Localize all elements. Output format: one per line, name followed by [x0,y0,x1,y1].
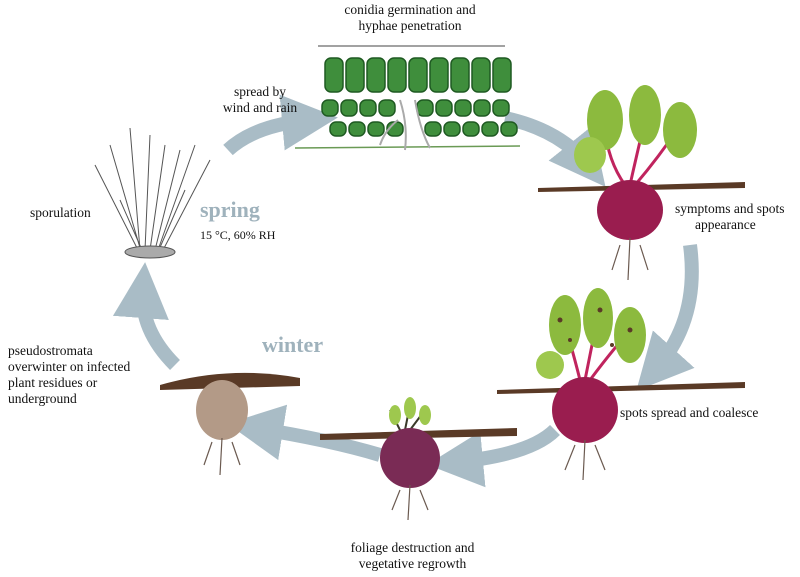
beet-symptoms-illustration [538,85,745,281]
leaf-cell [471,57,491,93]
season-winter: winter [262,332,324,357]
label-symptoms-line2: appearance [695,217,756,232]
label-foliage: foliage destruction and vegetative regro… [320,540,505,572]
leaf-cell [378,99,396,117]
label-overwinter-line4: underground [8,391,77,406]
leaf-cell [348,121,366,137]
leaf-cell [500,121,518,137]
leaf-cell [443,121,461,137]
arrow-coalesce-to-foliage [427,424,560,488]
beet-coalesce-illustration [497,288,745,481]
leaf-cell [367,121,385,137]
conidiophore-illustration [94,127,211,259]
arrow-foliage-to-winter [227,404,383,462]
leaf-cell [435,99,453,117]
leaf-cell [359,99,377,117]
leaf-cell [387,57,407,93]
leaf-cell [424,121,442,137]
leaf-tissue-illustration [294,45,521,151]
label-germination: conidia germination and hyphae penetrati… [315,2,505,34]
leaf-cell [481,121,499,137]
label-overwinter-line2: overwinter on infected [8,359,131,374]
label-foliage-line2: vegetative regrowth [358,556,467,571]
leaf-cell [416,99,434,117]
beet-winter-illustration [160,372,300,476]
leaf-cell [366,57,386,93]
label-germination-line1: conidia germination and [344,2,476,17]
label-spread-line1: spread by [233,84,287,99]
leaf-cell [473,99,491,117]
leaf-cell [408,57,428,93]
label-overwinter-line3: plant residues or [8,375,98,390]
spring-conditions: 15 °C, 60% RH [200,228,276,242]
leaf-cell [340,99,358,117]
arrow-symptoms-to-coalesce [636,244,699,391]
label-foliage-line1: foliage destruction and [350,540,475,555]
label-spread: spread by wind and rain [200,84,320,116]
leaf-cell [324,57,344,93]
leaf-cell [492,57,512,93]
arrow-winter-to-sporulation [112,262,181,370]
leaf-cell [454,99,472,117]
leaf-cell [450,57,470,93]
label-germination-line2: hyphae penetration [358,18,462,33]
leaf-cell [492,99,510,117]
beet-foliage-illustration [320,397,517,521]
leaf-cell [329,121,347,137]
label-overwinter: pseudostromata overwinter on infected pl… [8,343,173,407]
leaf-cell [462,121,480,137]
leaf-cell [345,57,365,93]
label-coalesce: spots spread and coalesce [620,405,759,420]
label-overwinter-line1: pseudostromata [8,343,93,358]
label-sporulation: sporulation [30,205,91,220]
leaf-cell [321,99,339,117]
season-spring: spring [200,197,260,222]
arrow-spread-to-germination [223,94,338,156]
leaf-cell [429,57,449,93]
label-symptoms: symptoms and spots appearance [675,201,795,233]
label-spread-line2: wind and rain [222,100,298,115]
label-symptoms-line1: symptoms and spots [675,201,785,216]
